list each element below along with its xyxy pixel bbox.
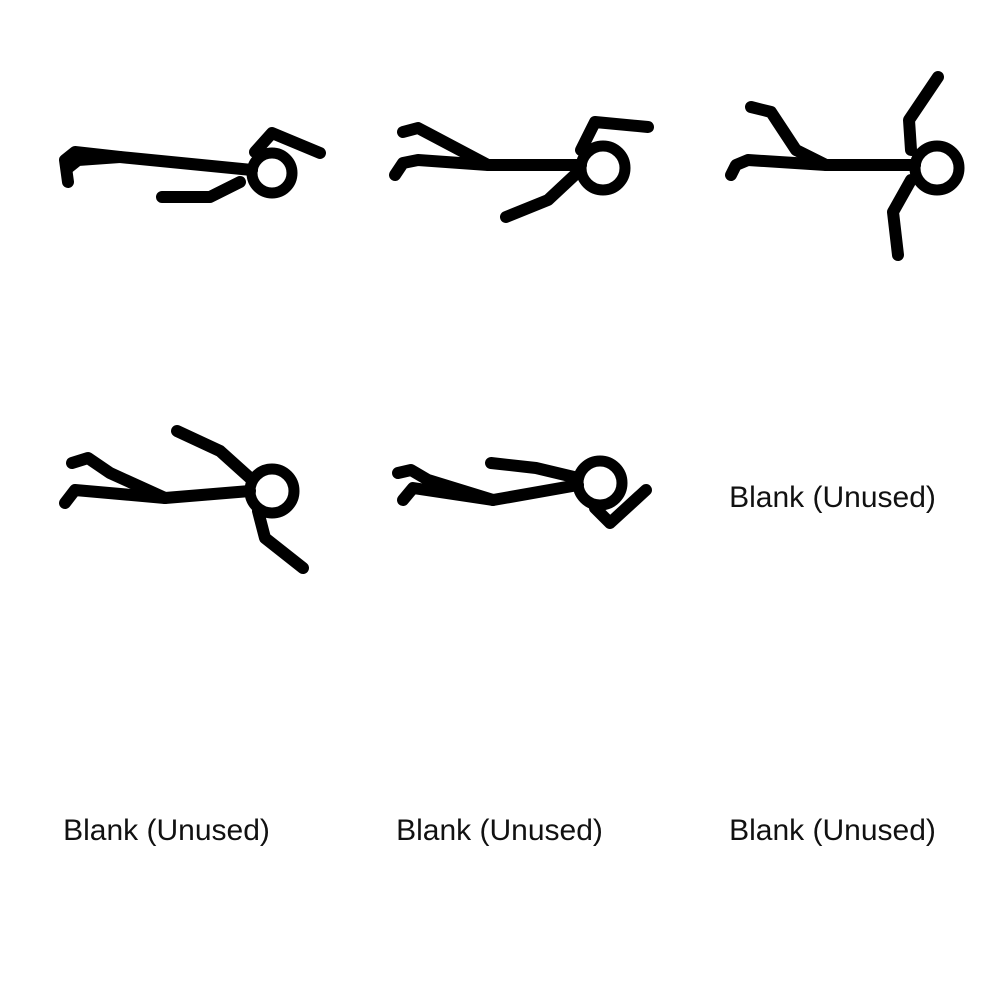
sprite-cell-3 [666, 0, 998, 333]
blank-unused-label: Blank (Unused) [729, 814, 936, 847]
stickman-head [575, 140, 631, 196]
stickman-back-leg [397, 122, 494, 171]
stickman-lower-arm [589, 484, 652, 529]
stickman-frame-5 [392, 455, 652, 529]
stickman-body-leg [389, 154, 587, 181]
stickman-back-leg [745, 101, 832, 171]
stickman-upper-arm [249, 127, 326, 159]
blank-unused-label: Blank (Unused) [63, 814, 270, 847]
stickman-body-leg [59, 484, 256, 509]
stickman-back-leg [392, 464, 499, 506]
stickman-lower-arm [252, 505, 309, 574]
stickman-frame-2 [389, 116, 654, 223]
sprite-cell-1 [0, 0, 333, 333]
stickman-back-leg [62, 151, 126, 174]
stickman-head [572, 455, 628, 511]
stickman-body-leg [397, 479, 584, 506]
sprite-cell-8: Blank (Unused) [333, 666, 666, 999]
stickman-frame-3 [725, 71, 965, 261]
stickman-back-leg [66, 452, 171, 504]
stickman-lower-arm [500, 166, 584, 223]
stickman-frame-1 [59, 127, 326, 203]
blank-unused-label: Blank (Unused) [729, 481, 936, 514]
sprite-cell-7: Blank (Unused) [0, 666, 333, 999]
sprite-cell-9: Blank (Unused) [666, 666, 998, 999]
sprite-cell-4 [0, 333, 333, 666]
stickman-lower-arm [156, 176, 246, 203]
sprite-cell-2 [333, 0, 666, 333]
sprite-cell-5 [333, 333, 666, 666]
stickman-head [246, 147, 298, 199]
blank-unused-label: Blank (Unused) [396, 814, 603, 847]
stickman-frame-4 [59, 425, 309, 574]
stickman-upper-arm [903, 71, 944, 156]
stickman-upper-arm [171, 425, 256, 484]
stickman-head [909, 140, 965, 196]
stickman-upper-arm [575, 116, 654, 156]
stickman-lower-arm [887, 174, 917, 261]
stickman-body-leg [725, 154, 921, 181]
sprite-cell-6: Blank (Unused) [666, 333, 998, 666]
stickman-upper-arm [485, 457, 584, 484]
